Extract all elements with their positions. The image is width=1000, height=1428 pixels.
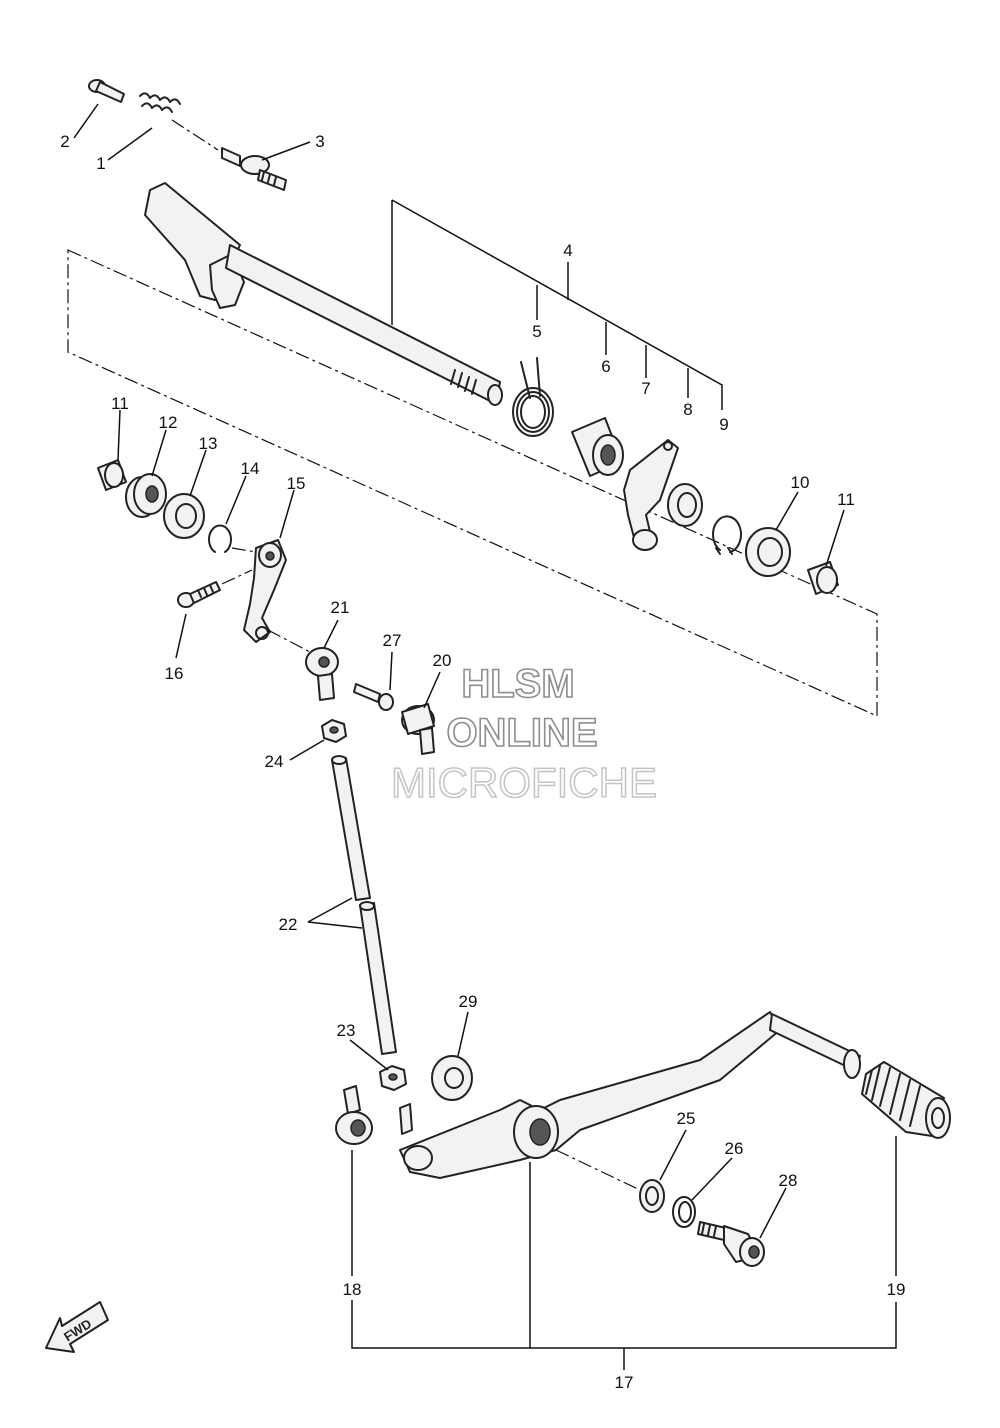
callout-1: 1	[96, 154, 105, 173]
callout-14: 14	[241, 459, 260, 478]
part-22-shift-rod	[331, 755, 397, 1055]
part-1-spring	[139, 92, 219, 151]
part-6-collar	[571, 417, 624, 477]
callout-3: 3	[315, 132, 324, 151]
callout-11-right: 11	[837, 490, 855, 509]
part-15-shift-arm	[231, 539, 311, 653]
callout-6: 6	[601, 357, 610, 376]
callout-18: 18	[343, 1280, 362, 1299]
part-24-nut	[321, 719, 347, 743]
part-21-rod-end	[305, 647, 339, 701]
callout-27: 27	[383, 631, 402, 650]
callout-7: 7	[641, 379, 650, 398]
pedal-axis-line	[555, 1149, 641, 1191]
leader-4-bracket	[391, 199, 723, 410]
part-26-washer	[672, 1196, 696, 1228]
watermark-line-3: MICROFICHE	[391, 759, 657, 806]
part-14-circlip	[208, 524, 232, 553]
callouts: 1 2 3 4 5 6 7 8 9 10 11 11 12 13 14 15 1…	[60, 132, 905, 1392]
part-2-bolt	[88, 79, 125, 103]
part-25-washer	[639, 1179, 665, 1213]
callout-22: 22	[279, 915, 298, 934]
fwd-arrow-icon: FWD	[45, 1301, 109, 1353]
part-11-bearing-left	[97, 459, 127, 491]
shift-shaft	[144, 182, 503, 406]
part-27-bolt	[353, 683, 394, 711]
callout-24: 24	[265, 752, 284, 771]
part-5-spring	[512, 357, 554, 437]
watermark: HLSM ONLINE MICROFICHE	[390, 661, 658, 807]
callout-11-left: 11	[111, 394, 129, 413]
leader-lines	[73, 103, 845, 1239]
leader-17-bracket	[351, 1136, 897, 1370]
callout-25: 25	[677, 1109, 696, 1128]
callout-21: 21	[331, 598, 350, 617]
callout-12: 12	[159, 413, 178, 432]
assembly-outline	[67, 249, 878, 717]
part-29-washer	[431, 1055, 473, 1101]
callout-2: 2	[60, 132, 69, 151]
part-16-bolt	[177, 569, 253, 608]
callout-29: 29	[459, 992, 478, 1011]
callout-10: 10	[791, 473, 810, 492]
callout-4: 4	[563, 241, 572, 260]
part-3-pin	[221, 147, 287, 191]
callout-5: 5	[532, 322, 541, 341]
part-23-nut	[379, 1065, 407, 1091]
part-28-bolt	[697, 1221, 765, 1267]
callout-9: 9	[719, 415, 728, 434]
callout-26: 26	[725, 1139, 744, 1158]
callout-19: 19	[887, 1280, 906, 1299]
part-9-circlip	[712, 515, 743, 555]
callout-16: 16	[165, 664, 184, 683]
callout-23: 23	[337, 1021, 356, 1040]
watermark-line-2: ONLINE	[446, 711, 597, 755]
part-17-shift-pedal	[399, 1011, 861, 1179]
callout-13: 13	[199, 434, 218, 453]
part-7-stopper-lever	[623, 439, 679, 551]
part-10-washer	[745, 527, 791, 577]
callout-20: 20	[433, 651, 452, 670]
part-19-pedal-rubber	[861, 1061, 951, 1139]
part-12-spacer	[125, 473, 167, 518]
part-13-washer	[163, 493, 205, 539]
callout-15: 15	[287, 474, 306, 493]
part-11-bearing-right	[807, 561, 839, 595]
callout-8: 8	[683, 400, 692, 419]
callout-28: 28	[779, 1171, 798, 1190]
part-20-rod-end	[401, 703, 435, 755]
callout-17: 17	[615, 1373, 634, 1392]
part-8-washer	[667, 483, 703, 527]
watermark-line-1: HLSM	[461, 662, 574, 706]
part-18-rod-end	[335, 1085, 373, 1145]
